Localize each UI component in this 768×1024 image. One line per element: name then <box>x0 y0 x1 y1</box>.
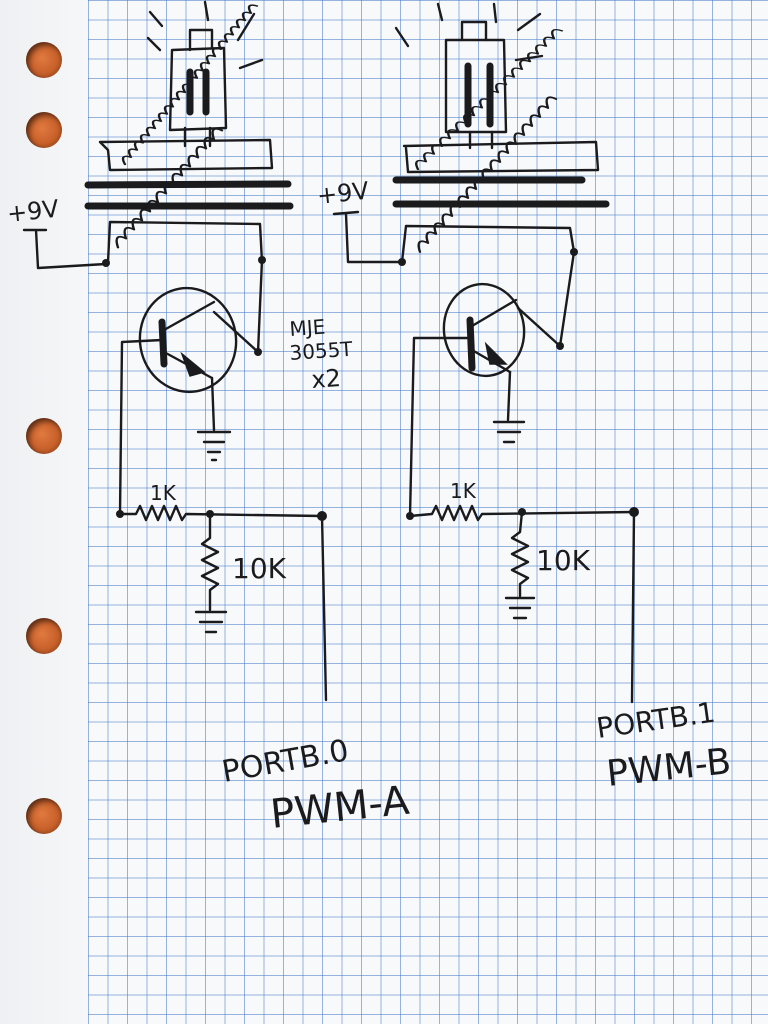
page-margin <box>0 0 88 1024</box>
supply-label-a: +9V <box>6 195 61 228</box>
binder-hole <box>26 418 62 454</box>
transistor-note-line2: 3055T <box>289 337 354 365</box>
port-label-a: PORTB.0 <box>219 733 351 790</box>
pulldown-resistor-label-b: 10K <box>536 544 591 577</box>
supply-label-b: +9V <box>316 177 371 210</box>
transistor-a <box>138 286 238 432</box>
binder-hole <box>26 112 62 148</box>
base-resistor-label-b: 1K <box>450 479 477 503</box>
circuit-b <box>332 2 639 704</box>
transformer-secondary-b <box>402 28 600 174</box>
circuit-a <box>22 0 328 702</box>
spark-gap-lamp-a <box>146 0 264 148</box>
transistor-note-line1: MJE <box>289 315 326 341</box>
port-label-b: PORTB.1 <box>594 696 717 745</box>
transformer-primary-a <box>106 127 264 264</box>
binder-hole <box>26 798 62 834</box>
binder-hole <box>26 42 62 78</box>
spark-gap-lamp-b <box>394 2 544 150</box>
transistor-note-line3: x2 <box>310 364 341 394</box>
transistor-b <box>442 282 526 422</box>
base-resistor-label-a: 1K <box>150 481 177 505</box>
transformer-secondary-a <box>98 4 274 172</box>
pulldown-resistor-label-a: 10K <box>232 552 287 585</box>
transformer-primary-b <box>400 96 576 264</box>
binder-hole <box>26 618 62 654</box>
signal-label-b: PWM-B <box>605 741 733 795</box>
signal-label-a: PWM-A <box>268 778 412 838</box>
